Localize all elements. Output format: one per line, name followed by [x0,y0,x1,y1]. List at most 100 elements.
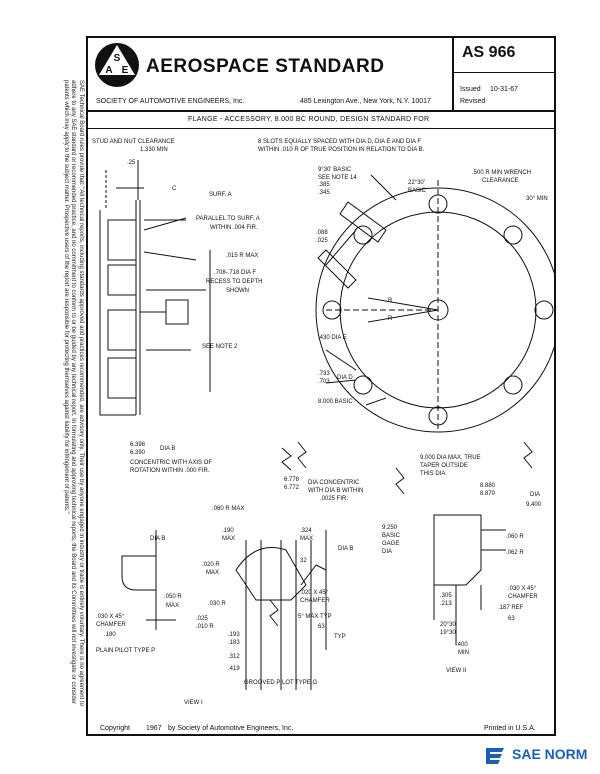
label-dim-25: .25 [127,160,136,166]
label-dia-concentric: DIA CONCENTRIC [308,480,360,486]
label-clearance: CLEARANCE [482,178,519,184]
standard-number-box [452,36,556,110]
label-chamfer3-lbl: CHAMFER [508,594,538,600]
svg-text:A: A [105,65,112,76]
label-2230: 22°30' [408,180,425,186]
society-address: 485 Lexington Ave., New York, N.Y. 10017 [300,98,431,105]
label-r2: R [388,316,393,322]
standard-number: AS 966 [462,44,516,61]
label-gage: GAGE [382,541,400,547]
label-basic-930: 9°30' BASIC [318,167,352,173]
label-rotation: ROTATION WITHIN .000 FIR. [130,468,210,474]
label-d6390: 6.390 [130,450,146,456]
label-chamfer3: .030 X 45° [508,586,537,592]
revised-label: Revised [460,98,486,105]
label-see-note-14: SEE NOTE 14 [318,175,357,181]
label-with-dia-b: WITH DIA B WITHIN [308,488,364,494]
label-ang2: 19°30' [440,630,457,636]
label-stud-nut: STUD AND NUT CLEARANCE [92,139,175,145]
label-dia-e: .430 DIA E [318,335,347,341]
document-frame [86,36,556,736]
label-d703: .703 [318,379,330,385]
title-divider [86,128,556,129]
label-d32: 32 [300,558,307,564]
label-d312: .312 [228,654,240,660]
label-d63b: 63 [508,616,515,622]
label-dia-d: DIA D [337,375,353,381]
label-surf-a: SURF. A [209,192,232,198]
label-d8870: 8.870 [480,491,496,497]
label-view-ii: VIEW II [446,668,467,674]
label-d088: .088 [316,230,328,236]
label-r060b: .060 R [506,534,524,540]
label-stud-nut-min: 1.330 MIN [140,147,168,153]
label-max4: MAX [166,603,180,609]
issued-label: Issued [460,86,481,93]
label-r060a: .060 R MAX [212,506,245,512]
label-slots-2: WITHIN .010 R OF TRUE POSITION IN RELATI… [258,147,425,153]
watermark-text: SAE NORM [512,746,588,762]
label-ref187: .187 REF [498,605,524,611]
label-d305: .305 [440,593,452,599]
label-d345: .345 [318,190,330,196]
label-chamfer-lbl: CHAMFER [300,598,330,604]
label-ang1: 20°30' [440,622,457,628]
label-within-004: WITHIN .004 FIR. [210,225,258,231]
footer-year: 1967 [146,725,162,732]
label-dia-b2: DIA B [338,546,354,552]
label-d025b: .025 [196,616,208,622]
label-r1: R [388,298,393,304]
label-d63: 63 [318,624,325,630]
label-d733: .733 [318,371,330,377]
footer-printed: Printed in U.S.A. [484,725,536,732]
label-dia-max: 9.000 DIA MAX, TRUE [420,455,481,461]
label-dia-b: DIA B [160,446,176,452]
label-chamfer2: .030 X 45° [96,614,125,620]
label-slots: 8 SLOTS EQUALLY SPACED WITH DIA D, DIA E… [258,139,422,145]
sae-logo: S A E [94,42,140,88]
label-d180: .180 [104,632,116,638]
label-r050: .050 R [164,594,182,600]
label-d183: .183 [228,640,240,646]
footer-by: by Society of Automotive Engineers, Inc. [168,725,294,732]
label-d8880: 8.880 [480,483,496,489]
label-wrench: .500 R MIN WRENCH [472,170,532,176]
label-basic-8000: 8.000 BASIC [318,399,353,405]
label-parallel: PARALLEL TO SURF. A [196,216,260,222]
label-dia-f: .708-.718 DIA F [214,270,257,276]
label-max3: MAX [206,570,220,576]
label-d400: .400 [456,642,468,648]
label-this-dia: THIS DIA [420,471,446,477]
label-d6778: 6.778 [284,477,300,483]
label-d025: .025 [316,238,328,244]
label-see-note-2: SEE NOTE 2 [202,344,238,350]
label-d6772: 6.772 [284,485,300,491]
flange-title: FLANGE - ACCESSORY, 8.000 BC ROUND, DESI… [188,116,430,123]
label-grooved: GROOVED PILOT TYPE G [244,680,318,686]
label-recess: RECESS TO DEPTH [206,279,263,285]
label-d190: .190 [222,528,234,534]
label-d324: .324 [300,528,312,534]
label-plain-pilot: PLAIN PILOT TYPE P [96,648,156,654]
label-basic2: BASIC [382,533,401,539]
label-d9250: 9.250 [382,525,398,531]
label-r062: .062 R [506,550,524,556]
standard-number-divider [452,72,556,73]
label-dia2: DIA [382,549,393,555]
engineering-drawing [99,160,556,690]
document-title: AEROSPACE STANDARD [146,56,385,77]
society-name: SOCIETY OF AUTOMOTIVE ENGINEERS, Inc. [96,98,245,105]
label-d419: .419 [228,666,240,672]
label-30-min: 30° MIN [526,196,548,202]
header-divider [86,110,556,112]
label-r030: .030 R [208,601,226,607]
label-r020: .020 R [202,562,220,568]
label-max-typ: 5° MAX TYP [298,614,332,620]
label-max1: MAX [222,536,236,542]
label-d9400: 9.400 [526,502,542,508]
label-d010: .010 R [196,624,214,630]
label-taper: TAPER OUTSIDE [420,463,468,469]
label-concentric: CONCENTRIC WITH AXIS OF [130,460,213,466]
sae-norm-logo-icon [486,748,504,764]
label-max2: MAX [300,536,314,542]
